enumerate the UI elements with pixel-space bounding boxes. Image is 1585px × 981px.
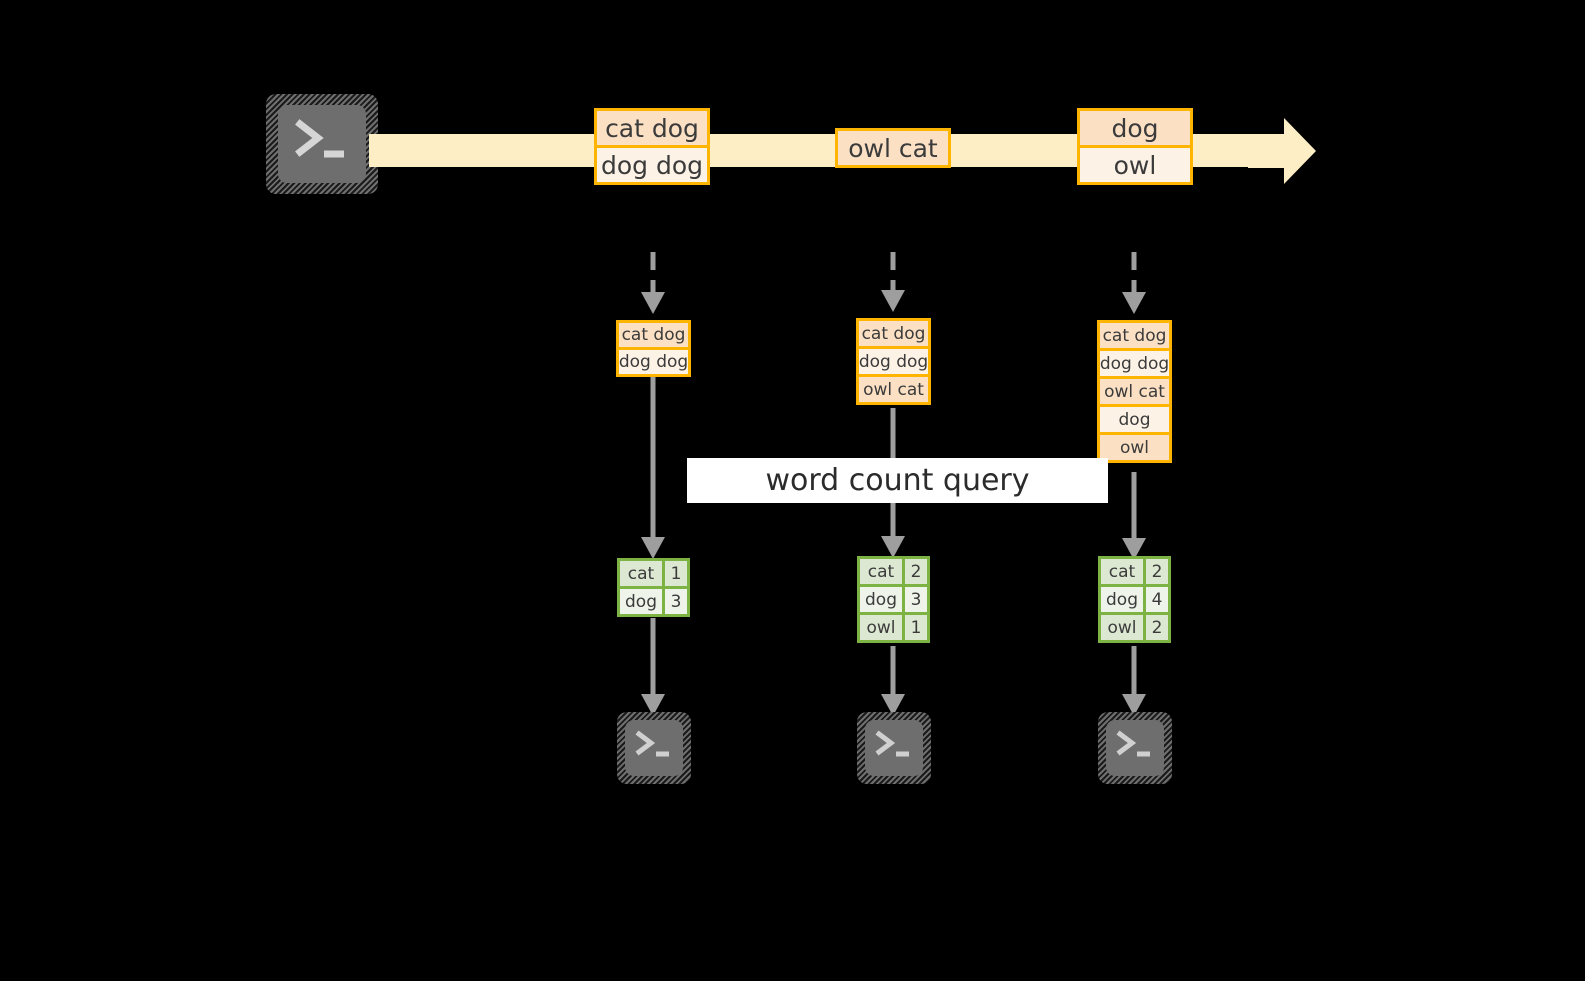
snapshot-2-result-table: cat 2 dog 3 owl 1 [857,556,930,643]
snapshot-2-dashed-arrow [881,252,905,312]
input-row: dog dog [1097,348,1172,379]
snapshot-2-input-stack: cat dog dog dog owl cat [856,318,931,405]
snapshot-3-result-table: cat 2 dog 4 owl 2 [1098,556,1171,643]
timeline-event-group-2: owl cat [835,128,951,168]
word-cell: cat [857,556,905,587]
source-terminal-icon [266,94,378,194]
table-row: dog 3 [857,584,930,615]
count-cell: 1 [902,612,930,643]
snapshot-1-result-table: cat 1 dog 3 [617,558,690,617]
snapshot-3-input-stack: cat dog dog dog owl cat dog owl [1097,320,1172,463]
word-cell: dog [1098,584,1146,615]
count-cell: 2 [1143,556,1171,587]
timeline-event-group-3: dog owl [1077,108,1193,185]
count-cell: 4 [1143,584,1171,615]
word-cell: cat [1098,556,1146,587]
input-row: owl cat [856,374,931,405]
table-row: cat 2 [857,556,930,587]
count-cell: 2 [902,556,930,587]
snapshot-3-sink-terminal-icon [1098,712,1172,784]
input-row: owl [1097,432,1172,463]
snapshot-2-output-arrow [881,646,905,716]
timeline-arrowhead [1248,118,1316,184]
count-cell: 1 [662,558,690,589]
terminal-prompt-icon [635,730,669,757]
snapshot-3-output-arrow [1122,646,1146,716]
word-cell: dog [617,586,665,617]
snapshot-1-sink-terminal-icon [617,712,691,784]
input-row: cat dog [856,318,931,349]
table-row: owl 1 [857,612,930,643]
terminal-body [278,105,366,183]
snapshot-1-input-stack: cat dog dog dog [616,320,691,377]
snapshot-1-query-arrow [641,377,665,559]
word-cell: owl [857,612,905,643]
input-row: dog dog [856,346,931,377]
input-row: owl cat [1097,376,1172,407]
count-cell: 2 [1143,612,1171,643]
terminal-body [1106,720,1164,776]
input-row: cat dog [616,320,691,350]
timeline-event-box: owl cat [835,128,951,168]
timeline-event-group-1: cat dog dog dog [594,108,710,185]
word-cell: owl [1098,612,1146,643]
snapshot-1-output-arrow [641,618,665,716]
count-cell: 3 [902,584,930,615]
terminal-body [865,720,923,776]
timeline-event-box: dog dog [594,145,710,185]
timeline-event-box: cat dog [594,108,710,148]
input-row: cat dog [1097,320,1172,351]
table-row: cat 1 [617,558,690,589]
snapshot-1-dashed-arrow [641,252,665,314]
terminal-prompt-icon [295,119,344,158]
terminal-prompt-icon [1116,730,1150,757]
input-row: dog [1097,404,1172,435]
table-row: dog 3 [617,586,690,617]
table-row: owl 2 [1098,612,1171,643]
snapshot-2-sink-terminal-icon [857,712,931,784]
timeline-event-box: owl [1077,145,1193,185]
snapshot-3-query-arrow [1122,472,1146,560]
word-cell: dog [857,584,905,615]
terminal-body [625,720,683,776]
count-cell: 3 [662,586,690,617]
snapshot-3-dashed-arrow [1122,252,1146,314]
input-row: dog dog [616,347,691,377]
word-count-query-label: word count query [687,458,1108,503]
table-row: cat 2 [1098,556,1171,587]
terminal-prompt-icon [875,730,909,757]
word-cell: cat [617,558,665,589]
timeline-event-box: dog [1077,108,1193,148]
table-row: dog 4 [1098,584,1171,615]
